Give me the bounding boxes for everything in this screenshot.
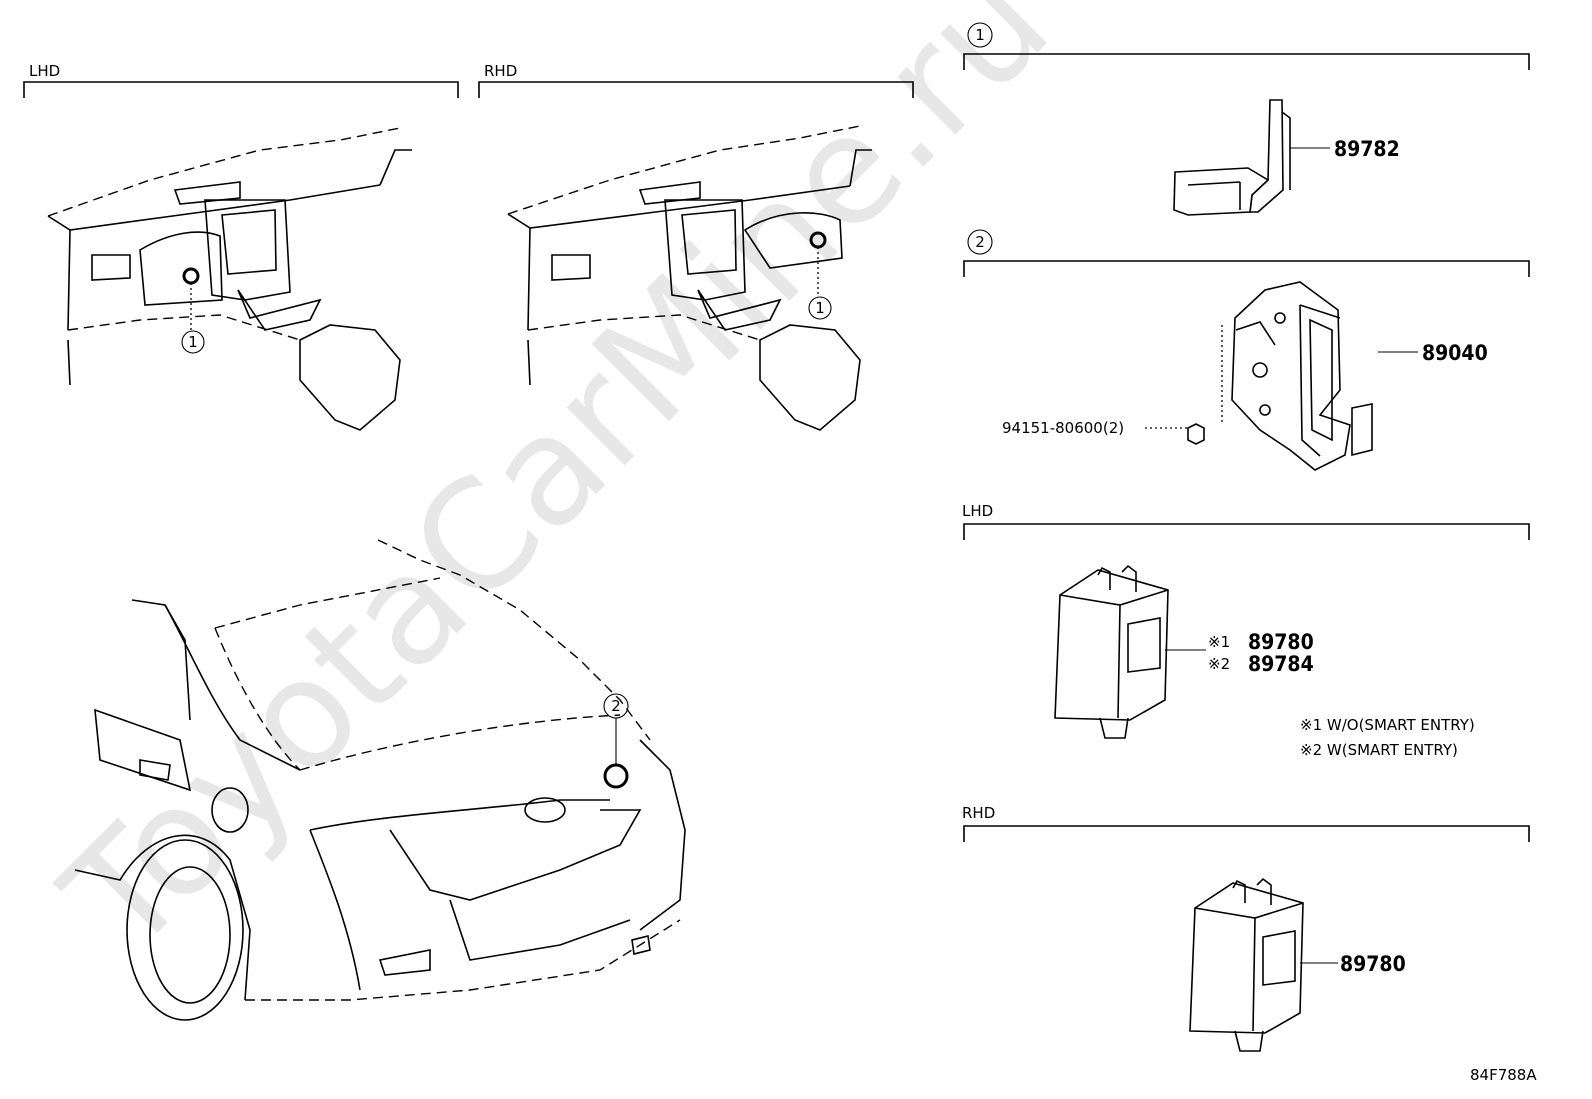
note-1: ※1 W/O(SMART ENTRY) <box>1300 716 1475 734</box>
fastener-number: 94151-80600(2) <box>1002 419 1124 437</box>
section-1-marker: 1 <box>975 26 985 44</box>
section-1: 1 89782 <box>963 22 1530 216</box>
watermark-text: ToyotaCarMine.ru <box>32 0 1082 986</box>
part-number-89782: 89782 <box>1334 137 1400 161</box>
bracket-part-89782 <box>1173 99 1291 216</box>
module-part-89040 <box>1231 281 1373 471</box>
part-number-89040: 89040 <box>1422 341 1488 365</box>
car-callout-2: 2 <box>611 697 621 715</box>
ecu-box-lhd <box>1054 564 1169 739</box>
section-2: 2 89040 94151-80600(2) <box>963 229 1530 471</box>
part-number-89780-lhd: 89780 <box>1248 630 1314 654</box>
part-2-mark: ※2 <box>1208 655 1230 673</box>
lhd-bracket <box>23 81 459 98</box>
part-1-mark: ※1 <box>1208 633 1230 651</box>
figure-code: 84F788A <box>1470 1066 1537 1084</box>
lhd-dashboard-illustration: 1 <box>47 127 412 431</box>
section-3-bracket <box>963 523 1530 540</box>
rhd-bracket <box>478 81 914 98</box>
part-number-89780-rhd: 89780 <box>1340 952 1406 976</box>
lhd-callout-1: 1 <box>188 333 198 351</box>
car-rear-view: 2 <box>74 539 686 1021</box>
lhd-label: LHD <box>29 62 60 80</box>
section-3-label: LHD <box>962 502 993 520</box>
rhd-dashboard-illustration: 1 <box>507 125 872 431</box>
ecu-box-rhd <box>1189 877 1304 1052</box>
section-4-bracket <box>963 825 1530 842</box>
lhd-dashboard-view: LHD 1 <box>23 62 459 431</box>
rhd-callout-1: 1 <box>815 299 825 317</box>
section-4-label: RHD <box>962 804 995 822</box>
note-2: ※2 W(SMART ENTRY) <box>1300 741 1458 759</box>
section-1-bracket <box>963 53 1530 70</box>
section-3-lhd: LHD ※1 89780 ※2 89784 ※1 W/O(SMART ENTRY… <box>962 502 1530 759</box>
section-2-bracket <box>963 260 1530 277</box>
part-number-89784: 89784 <box>1248 652 1314 676</box>
section-4-rhd: RHD 89780 <box>962 804 1530 1052</box>
section-2-marker: 2 <box>975 233 985 251</box>
rhd-label: RHD <box>484 62 517 80</box>
rhd-dashboard-view: RHD 1 <box>478 62 914 431</box>
